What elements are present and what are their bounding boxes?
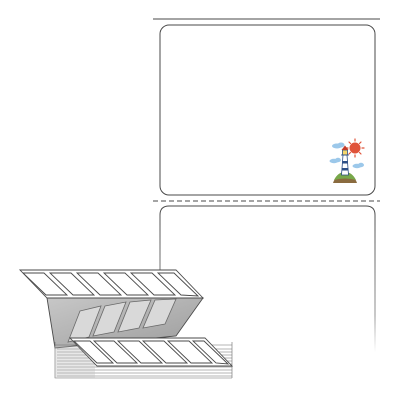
lighthouse-icon bbox=[329, 138, 365, 183]
fanfold-bottom-sheet bbox=[68, 337, 234, 367]
cloud-icon bbox=[329, 142, 364, 169]
label-top bbox=[159, 24, 376, 196]
fanfold-top-sheet bbox=[18, 269, 205, 299]
fanfold-label-stack bbox=[18, 269, 234, 379]
label-bottom bbox=[159, 205, 376, 352]
fanfold-middle-sheet bbox=[46, 297, 204, 349]
